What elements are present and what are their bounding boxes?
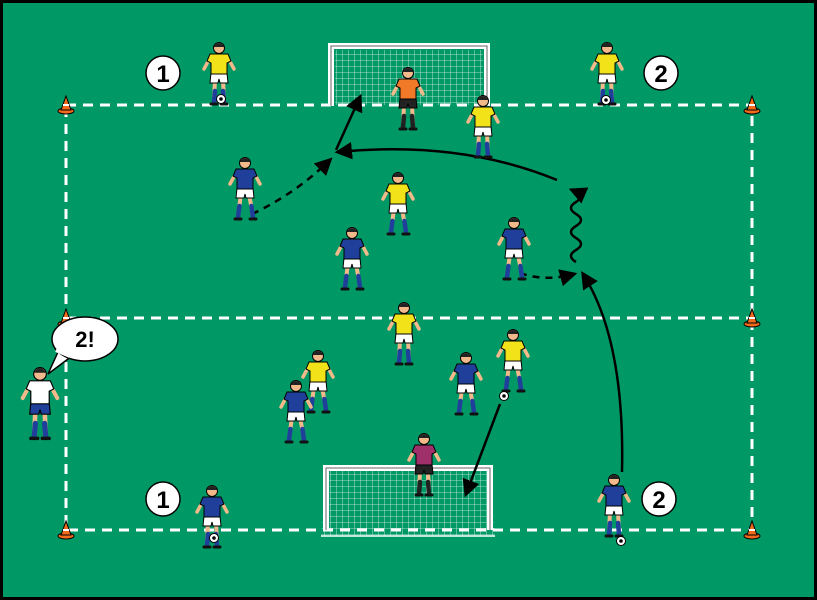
coach — [20, 367, 60, 441]
number-circle-bottom-right: 2 — [641, 481, 677, 517]
player-yellow-top-left — [202, 42, 236, 106]
number-circle-bottom-left: 1 — [145, 481, 181, 517]
bottom-goal — [321, 465, 495, 537]
shot-arrow-top — [334, 93, 363, 151]
player-yellow-near-goal — [466, 95, 500, 159]
cone-icon — [57, 94, 75, 115]
player-blue-left-mid — [279, 380, 313, 444]
shot-arrow-bottom — [462, 403, 502, 498]
player-blue-center — [335, 227, 369, 291]
pass-arrow-top — [334, 141, 558, 182]
number-label: 1 — [156, 487, 169, 514]
ball-icon — [601, 95, 611, 105]
player-blue-bottom-left — [195, 485, 229, 549]
cone-icon — [743, 519, 761, 540]
dribble-arrow — [568, 187, 589, 264]
cone-icon — [57, 519, 75, 540]
goalkeeper-bottom — [407, 433, 441, 497]
movement-arrows — [251, 93, 624, 498]
cone-icon — [743, 94, 761, 115]
coach-call-text: 2! — [75, 327, 95, 352]
player-blue-left-runner — [228, 157, 262, 221]
ball-icon — [499, 391, 509, 401]
cone-icon — [743, 307, 761, 328]
ball-icon — [616, 536, 626, 546]
long-pass-arrow — [581, 271, 624, 473]
number-circle-top-right: 2 — [643, 55, 679, 91]
player-yellow-left — [301, 350, 335, 414]
coach-speech-bubble: 2! — [47, 316, 119, 375]
run-arrow-right — [519, 269, 578, 287]
player-yellow-center — [381, 172, 415, 236]
goalkeeper-top — [391, 67, 425, 131]
player-yellow-ball-carrier — [496, 329, 530, 393]
player-blue-right — [497, 217, 531, 281]
number-circle-top-left: 1 — [145, 55, 181, 91]
player-yellow-mid — [387, 302, 421, 366]
ball-icon — [209, 533, 219, 543]
players — [20, 42, 631, 549]
number-label: 2 — [654, 61, 667, 88]
player-blue-mid-right — [449, 352, 483, 416]
ball-icon — [216, 94, 226, 104]
player-blue-bottom-right — [597, 474, 631, 538]
number-label: 2 — [652, 487, 665, 514]
number-label: 1 — [156, 61, 169, 88]
